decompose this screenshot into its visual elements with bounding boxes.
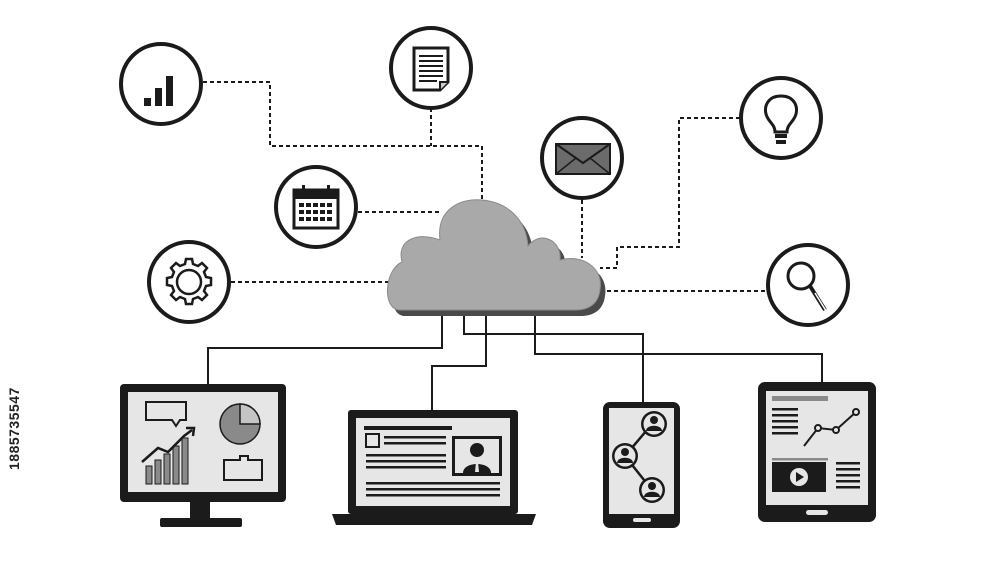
cloud-icon <box>387 199 606 316</box>
gear-icon <box>147 240 231 324</box>
play-icon <box>790 468 808 486</box>
dashed-connectors <box>203 81 767 292</box>
laptop <box>332 410 536 525</box>
connector-bar-chart <box>203 81 483 200</box>
user-avatar-icon <box>639 477 665 503</box>
connector-lightbulb <box>600 117 740 269</box>
user-avatar-icon <box>612 443 638 469</box>
user-avatar-icon <box>641 411 667 437</box>
magnifier-icon <box>766 243 850 327</box>
document-icon <box>389 26 473 110</box>
connector-desktop <box>207 305 443 386</box>
connector-tablet <box>534 312 823 383</box>
stock-image-id: 1885735547 <box>6 387 22 470</box>
bar-chart-icon <box>119 42 203 126</box>
lightbulb-icon <box>739 76 823 160</box>
desktop-monitor <box>120 384 286 527</box>
calendar-icon <box>274 165 358 249</box>
tablet <box>758 382 876 522</box>
envelope-icon <box>540 116 624 200</box>
smartphone <box>603 402 680 528</box>
device-connectors <box>207 305 823 410</box>
connector-phone <box>463 310 644 404</box>
connector-laptop <box>431 305 487 410</box>
